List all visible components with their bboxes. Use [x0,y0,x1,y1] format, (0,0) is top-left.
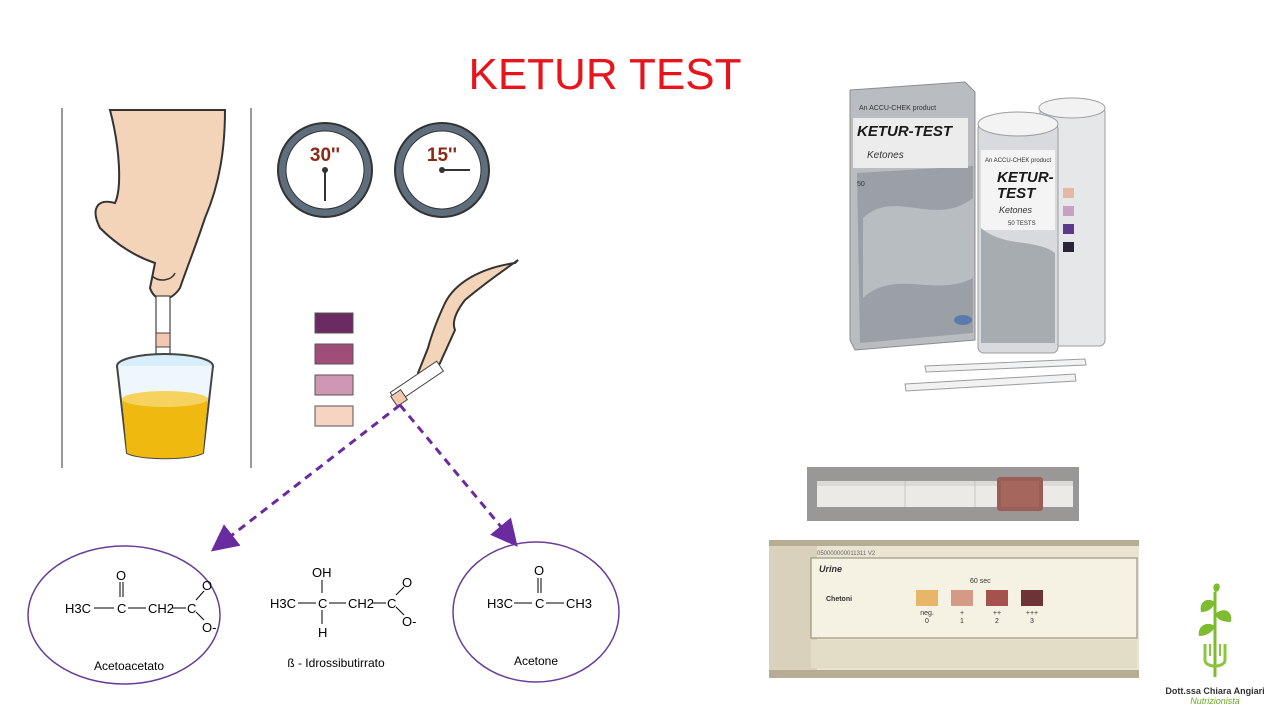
box-count: 50 [857,181,865,188]
product-photo: An ACCU-CHEK product KETUR-TEST Ketones … [845,78,1130,400]
hydroxybutyrate-ch2: CH2 [348,596,374,611]
acetoacetate-o-minus: O- [202,620,216,635]
acetone-ellipse [452,541,620,683]
acetoacetate-carbonyl-o: O [116,568,126,583]
svg-text:C: C [535,596,544,611]
timer-30-label: 30'' [310,145,340,166]
timer-30-icon [277,122,373,218]
scale-symbol: + [960,610,964,617]
vial-label-analyte: Chetoni [826,596,852,603]
arrow-to-acetone [398,404,518,547]
box-sub: Ketones [867,150,904,161]
hydroxybutyrate-h: H [318,625,327,640]
tube-name-1: KETUR- [997,169,1054,186]
logo-name: Dott.ssa Chiara Angiari [1165,686,1265,696]
hydroxybutyrate-h3c: H3C [270,596,296,611]
tube-sub: Ketones [999,205,1033,215]
acetoacetate-carboxyl-c: C [187,601,196,616]
acetoacetate-ellipse [27,545,221,685]
hydroxybutyrate-o-top: O [402,575,412,590]
strip-photo [807,467,1079,521]
logo-role: Nutrizionista [1190,696,1240,706]
scale-swatch [951,590,973,606]
hydroxybutyrate-name: ß - Idrossibutirrato [287,656,385,670]
acetoacetate-h3c: H3C [65,601,91,616]
vial-label-time: 60 sec [970,578,991,585]
arrow-to-acetoacetate [210,403,401,552]
vial-label-section: Urine [819,564,842,574]
scale-number: 0 [925,618,929,625]
dashed-arrows [210,403,518,552]
scale-symbol: ++ [993,610,1001,617]
box-brand-line: An ACCU-CHEK product [859,105,936,112]
tube-count: 50 TESTS [1008,221,1036,227]
hydroxybutyrate-o-minus: O- [402,614,416,629]
ketone-structures: H3C C O CH2 C O O- Acetoacetato H3C C OH… [27,541,620,685]
dip-test-illustration: 30'' 15'' [60,108,520,470]
tube-brand-line: An ACCU-CHEK product [985,158,1051,164]
acetoacetate-name: Acetoacetato [94,659,164,673]
acetoacetate-o-top: O [202,578,212,593]
hydroxybutyrate-oh: OH [312,565,332,580]
timer-15-icon [394,122,490,218]
scale-swatch [1021,590,1043,606]
svg-text:C: C [117,601,126,616]
scale-swatch [916,590,938,606]
acetoacetate-ch2: CH2 [148,601,174,616]
svg-text:C: C [318,596,327,611]
vial-color-scale: neg.0 +1 ++2 +++3 [916,590,1043,625]
box-name: KETUR-TEST [857,123,954,140]
scale-symbol: neg. [920,610,934,617]
vial-label-photo: 050000000011311 V2 Urine 60 sec Chetoni … [769,540,1139,678]
timer-15-label: 15'' [427,145,457,166]
scale-symbol: +++ [1026,610,1038,617]
scale-swatch [986,590,1008,606]
acetone-carbonyl-o: O [534,563,544,578]
roche-logo-icon [954,315,972,325]
scale-number: 1 [960,618,964,625]
nutritionist-logo-icon [1198,583,1232,677]
acetone-h3c: H3C [487,596,513,611]
scale-number: 3 [1030,618,1034,625]
hydroxybutyrate-carboxyl-c: C [387,596,396,611]
vial-label-code: 050000000011311 V2 [817,551,876,557]
acetone-ch3: CH3 [566,596,592,611]
slide-title: KETUR TEST [468,50,742,99]
scale-number: 2 [995,618,999,625]
acetone-name: Acetone [514,654,558,668]
logo-text: Dott.ssa Chiara Angiari Nutrizionista [1150,686,1280,706]
tube-name-2: TEST [997,185,1037,202]
